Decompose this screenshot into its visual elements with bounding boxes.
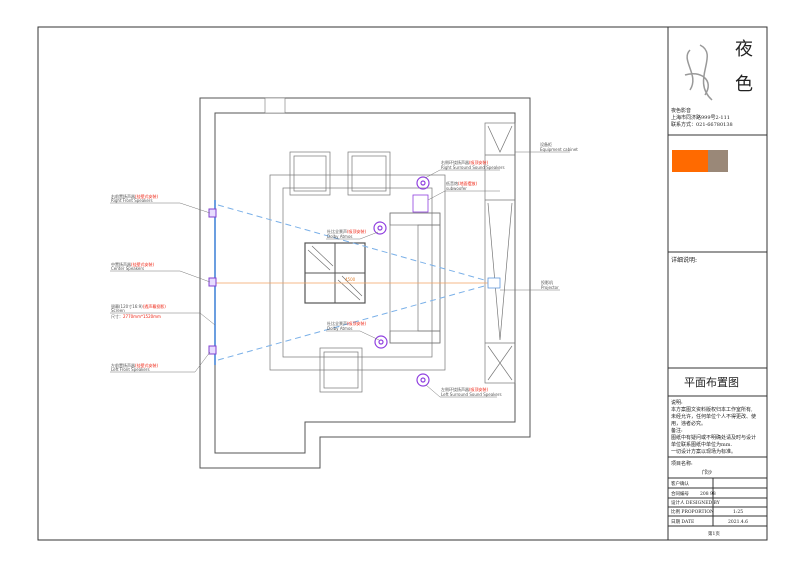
company-address: 上海市同济路999号2-111 <box>671 114 730 121</box>
inner-wall <box>214 112 516 454</box>
company-name: 夜色影音 <box>671 107 691 114</box>
title-block: 夜 色 夜色影音 上海市同济路999号2-111 联系方式：021-667801… <box>668 39 767 537</box>
eq-label: 设备柜 <box>540 141 552 147</box>
sub-label: 低音炮(地面摆放) <box>446 180 478 186</box>
ls-label-en: Left Surround Sound Speakers <box>441 392 502 397</box>
pj-label: 投影机 <box>541 279 553 285</box>
coffee-table <box>304 242 366 304</box>
equipment-cabinet <box>484 122 516 384</box>
right-surround-speaker <box>416 176 430 190</box>
projector <box>487 277 501 289</box>
c-label-en: Center Speakers <box>111 266 144 271</box>
atmos-speaker <box>373 221 387 235</box>
note-line: 未经允许，任何单位个人不得更改、使 <box>671 413 756 420</box>
rs-label: 右侧环绕扬声器(吸顶安装) <box>441 159 489 165</box>
screen-label-en: Screen <box>111 308 125 313</box>
row-label: 合同编号 <box>671 490 689 497</box>
accent-swatch-orange <box>672 150 708 172</box>
rf-label: 右前置扬声器(挂壁式安装) <box>111 193 159 199</box>
projection-line <box>217 204 496 284</box>
sheet-border <box>37 26 768 541</box>
note-line: 本方案图文资料版权归本工作室所有, <box>671 406 753 413</box>
logo-char-2: 色 <box>735 74 753 95</box>
ls-label: 左侧环绕扬声器(吸顶安装) <box>441 386 489 392</box>
screen-label: 银幕(120寸16:9)(透声幕投影) <box>111 303 166 309</box>
row-label: 日期 DATE <box>671 519 694 525</box>
rf-label-en: Right Front Speakers <box>111 198 153 203</box>
rs-label-en: Right Surround Sound Speakers <box>441 165 505 170</box>
left-front-speaker <box>208 345 217 355</box>
note-line: 说明: <box>671 399 683 406</box>
atmos-speaker <box>374 335 388 349</box>
row-value: 1:25 <box>733 509 743 515</box>
project-label: 项目名称: <box>671 460 693 467</box>
lf-label-en: Left Front Speakers <box>111 367 150 372</box>
note-line: 备注: <box>671 427 683 434</box>
atmos-label-en: Dolby Atmos <box>327 326 352 331</box>
notes: 说明: 本方案图文资料版权归本工作室所有, 未经允许，任何单位个人不得更改、使 … <box>671 399 756 455</box>
logo-char-1: 夜 <box>735 39 753 60</box>
atmos-label-en: Dolby Atmos <box>327 234 352 239</box>
note-line: 一切设计方案以现场为标准。 <box>671 448 736 455</box>
note-line: 图纸中有疑问或不明确处请及时与设计 <box>671 434 756 441</box>
company-contact: 联系方式：021-66780138 <box>671 121 733 128</box>
armchair <box>289 151 331 196</box>
door <box>264 97 286 114</box>
note-line: 单位联系图纸中单位为mm. <box>671 441 732 448</box>
eq-label-en: Equipment cabinet <box>540 147 578 152</box>
projection-line <box>217 282 496 361</box>
row-label: 比例 PROPORTION <box>671 508 714 515</box>
row-label: 客户确认 <box>671 480 689 487</box>
outer-wall <box>199 97 531 469</box>
project-name: 邝沙 <box>702 469 712 476</box>
center-speaker <box>208 277 217 287</box>
pj-label-en: Projector <box>541 285 559 290</box>
atmos-label: 杜比全景声(吸顶安装) <box>327 320 367 326</box>
subwoofer <box>412 194 429 213</box>
screen-size: 尺寸：2770mm*1520mm <box>111 313 161 319</box>
sofa <box>389 212 441 344</box>
floor-plan: 4500 右前置扬声器(挂壁式安 <box>110 97 578 469</box>
distance-value: 4500 <box>345 277 356 282</box>
lf-label: 左前置扬声器(挂壁式安装) <box>111 362 159 368</box>
row-label: 设计人 DESIGNED BY <box>671 499 721 506</box>
row-value: 2021.4.6 <box>728 519 748 525</box>
drawing-title: 平面布置图 <box>684 376 739 389</box>
carpet-inner <box>282 187 433 358</box>
left-surround-speaker <box>416 373 430 387</box>
logo-mark <box>684 44 713 101</box>
row-value: 208 98 <box>700 491 716 497</box>
atmos-label: 杜比全景声(吸顶安装) <box>327 228 367 234</box>
c-label: 中置扬声器(挂壁式安装) <box>111 261 155 267</box>
armchair <box>347 151 391 196</box>
accent-swatch-brown <box>708 150 728 172</box>
carpet-outer <box>269 174 446 371</box>
right-front-speaker <box>208 208 217 218</box>
detail-label: 详细说明: <box>671 256 697 264</box>
info-table: 客户确认 合同编号 208 98 设计人 DESIGNED BY 比例 PROP… <box>671 480 748 537</box>
armchair <box>319 347 363 393</box>
sub-label-en: subwoofer <box>446 186 467 191</box>
page-number: 第1页 <box>708 530 720 537</box>
note-line: 用，违者必究。 <box>671 420 706 427</box>
